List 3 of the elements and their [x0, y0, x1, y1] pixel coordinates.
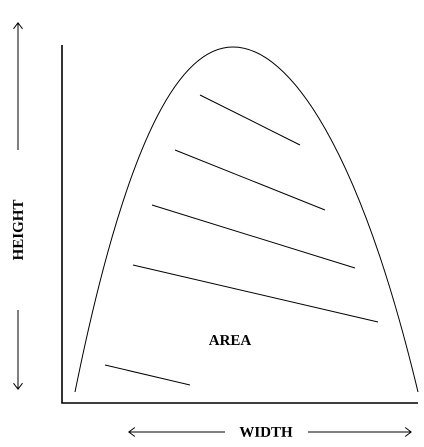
area-label: AREA [208, 335, 252, 345]
dimension-label: HEIGHT [12, 200, 24, 260]
dimension-label: WIDTH [240, 426, 292, 438]
